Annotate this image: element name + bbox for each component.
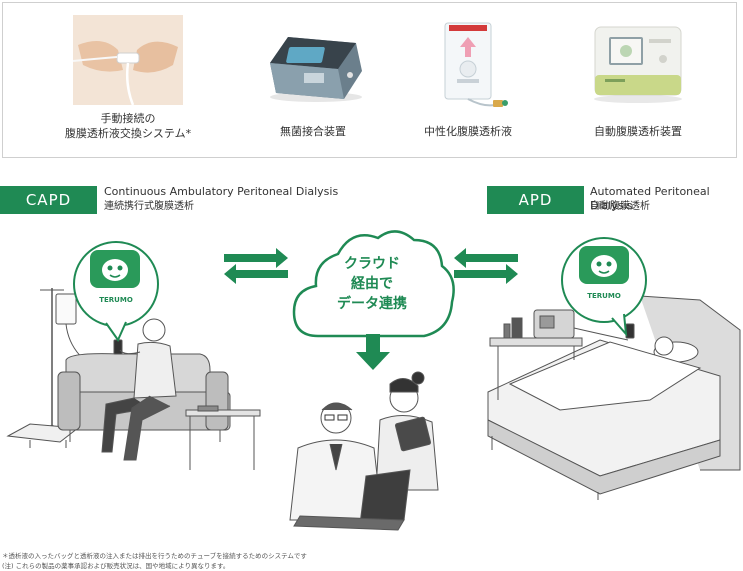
- arrow-left-icon: [224, 264, 288, 284]
- product-4-label: 自動腹膜透析装置: [594, 125, 682, 138]
- apd-subtitle: 自動腹膜透析: [590, 201, 650, 212]
- product-2-label: 無菌接合装置: [280, 125, 346, 138]
- apd-badge: APD: [487, 186, 584, 214]
- right-exchange-arrows: [454, 248, 518, 284]
- footnote-system-description: ＊透析液の入ったバッグと透析液の注入または排出を行うためのチューブを接続するため…: [2, 552, 307, 560]
- product-apd-machine: 自動腹膜透析装置: [558, 3, 718, 159]
- hands-connecting-tube-image: [73, 15, 183, 105]
- left-exchange-arrows: [224, 248, 288, 284]
- arrow-right-icon: [454, 264, 518, 284]
- footnote-approval-note: (注) これらの製品の薬事承認および販売状況は、国や地域により異なります。: [2, 562, 230, 570]
- apd-brand-logo: TERUMO: [587, 292, 621, 300]
- apd-title: Automated Peritoneal Dialysis: [590, 185, 710, 212]
- product-manual-connection: 手動接続の 腹膜透析液交換システム*: [48, 3, 208, 159]
- arrow-left-icon: [454, 248, 518, 268]
- product-1-label-line1: 手動接続の: [100, 112, 156, 125]
- down-arrow: [356, 334, 390, 370]
- capd-subtitle: 連続携行式腹膜透析: [104, 201, 194, 212]
- arrow-down-icon: [356, 334, 390, 370]
- product-1-label-line2: 腹膜透析液交換システム*: [64, 127, 192, 140]
- apd-app-bubble: [561, 237, 647, 338]
- capd-brand-logo: TERUMO: [99, 296, 133, 304]
- arrow-right-icon: [224, 248, 288, 268]
- apd-patient-scene: [487, 295, 741, 500]
- sterile-connector-device-image: [270, 37, 362, 102]
- medical-staff-scene: [289, 371, 439, 531]
- capd-title: Continuous Ambulatory Peritoneal Dialysi…: [104, 185, 339, 198]
- cloud-text-line3: データ連携: [337, 295, 407, 312]
- cloud-shape: [292, 230, 455, 338]
- product-sterile-connector: 無菌接合装置: [233, 3, 393, 159]
- product-panel: 手動接続の 腹膜透析液交換システム* 無菌接合装置 中性化腹膜透析液: [2, 2, 737, 158]
- cloud-text-line1: クラウド: [344, 256, 400, 272]
- cloud-text-line2: 経由で: [351, 275, 393, 292]
- capd-badge: CAPD: [0, 186, 97, 214]
- capd-app-bubble: [73, 241, 159, 343]
- capd-patient-scene: [6, 288, 261, 470]
- apd-machine-image: [594, 26, 682, 103]
- product-dialysis-solution: 中性化腹膜透析液: [388, 3, 548, 159]
- dialysis-solution-bag-image: [444, 22, 508, 107]
- product-3-label: 中性化腹膜透析液: [424, 125, 512, 138]
